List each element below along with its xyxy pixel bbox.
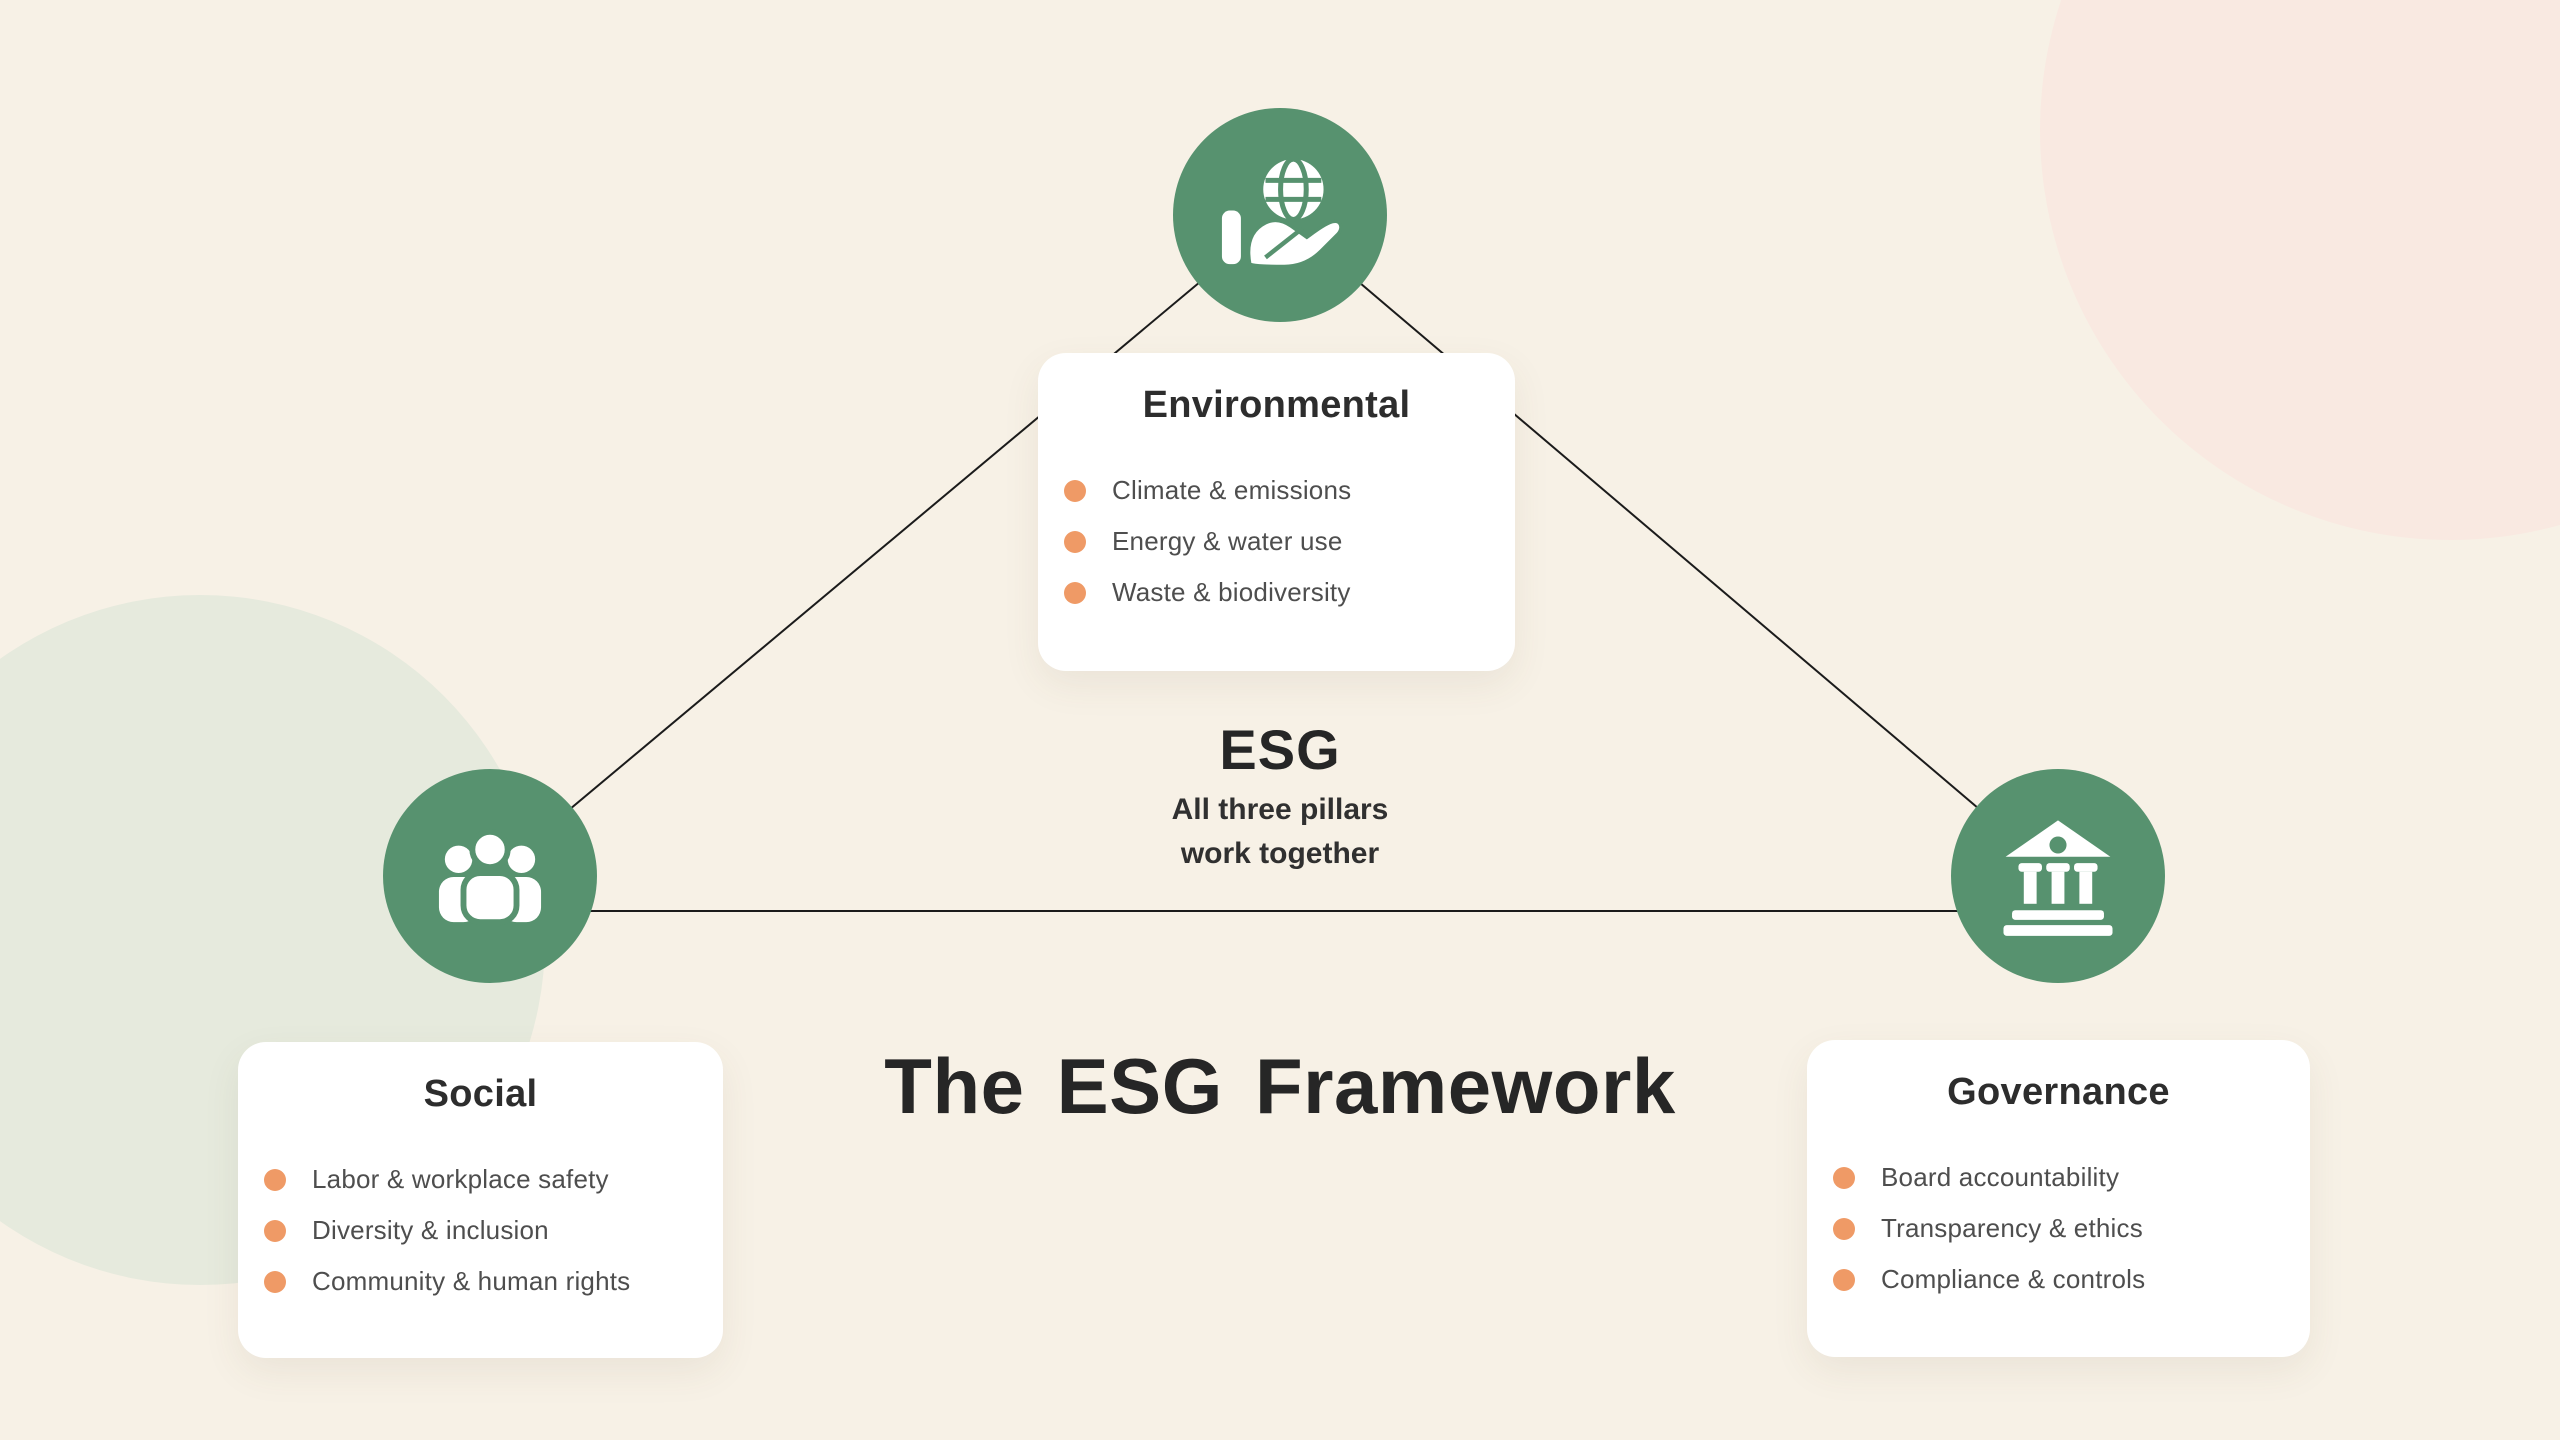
social-item-list: Labor & workplace safety Diversity & inc…: [238, 1154, 723, 1307]
page-title: The ESG Framework: [884, 1042, 1676, 1130]
social-card: Social Labor & workplace safety Diversit…: [238, 1042, 723, 1358]
list-item-label: Transparency & ethics: [1881, 1213, 2143, 1243]
bullet-dot: [1064, 530, 1086, 553]
governance-item-list: Board accountability Transparency & ethi…: [1807, 1152, 2310, 1305]
esg-center-label: ESG All three pillars work together: [1055, 720, 1505, 876]
list-item: Waste & biodiversity: [1064, 567, 1495, 618]
connector-environmental-social: [489, 214, 1281, 877]
esg-subtitle: All three pillars work together: [1055, 788, 1505, 876]
environmental-item-list: Climate & emissions Energy & water use W…: [1038, 465, 1515, 618]
list-item-label: Climate & emissions: [1112, 475, 1352, 505]
environmental-card: Environmental Climate & emissions Energy…: [1038, 353, 1515, 671]
list-item: Compliance & controls: [1833, 1254, 2290, 1305]
bullet-dot: [1833, 1166, 1855, 1189]
list-item: Labor & workplace safety: [264, 1154, 703, 1205]
environmental-card-title: Environmental: [1142, 384, 1411, 426]
list-item: Board accountability: [1833, 1152, 2290, 1203]
list-item: Community & human rights: [264, 1256, 703, 1307]
governance-card: Governance Board accountability Transpar…: [1807, 1040, 2310, 1357]
people-group-icon: [438, 828, 542, 926]
list-item-label: Diversity & inclusion: [312, 1215, 549, 1245]
list-item-label: Board accountability: [1881, 1162, 2120, 1192]
list-item: Energy & water use: [1064, 516, 1495, 567]
esg-subtitle-line2: work together: [1180, 837, 1380, 870]
bank-building-icon: [2003, 820, 2113, 936]
bullet-dot: [264, 1219, 286, 1242]
bullet-dot: [1064, 581, 1086, 604]
list-item-label: Labor & workplace safety: [312, 1164, 609, 1194]
list-item: Climate & emissions: [1064, 465, 1495, 516]
bullet-dot: [1833, 1268, 1855, 1291]
social-node-circle: [383, 769, 597, 983]
list-item-label: Community & human rights: [312, 1266, 631, 1296]
bullet-dot: [264, 1270, 286, 1293]
bullet-dot: [1064, 479, 1086, 502]
governance-node-circle: [1951, 769, 2165, 983]
connector-environmental-governance: [1279, 214, 2059, 877]
bullet-dot: [1833, 1217, 1855, 1240]
list-item: Transparency & ethics: [1833, 1203, 2290, 1254]
esg-subtitle-line1: All three pillars: [1171, 793, 1389, 826]
esg-acronym: ESG: [1219, 718, 1341, 781]
globe-in-hand-icon: [1221, 156, 1343, 269]
list-item: Diversity & inclusion: [264, 1205, 703, 1256]
list-item-label: Compliance & controls: [1881, 1264, 2146, 1294]
governance-card-title: Governance: [1947, 1071, 2170, 1113]
social-card-title: Social: [423, 1073, 538, 1115]
list-item-label: Energy & water use: [1112, 526, 1343, 556]
list-item-label: Waste & biodiversity: [1112, 577, 1351, 607]
bullet-dot: [264, 1168, 286, 1191]
environmental-node-circle: [1173, 108, 1387, 322]
